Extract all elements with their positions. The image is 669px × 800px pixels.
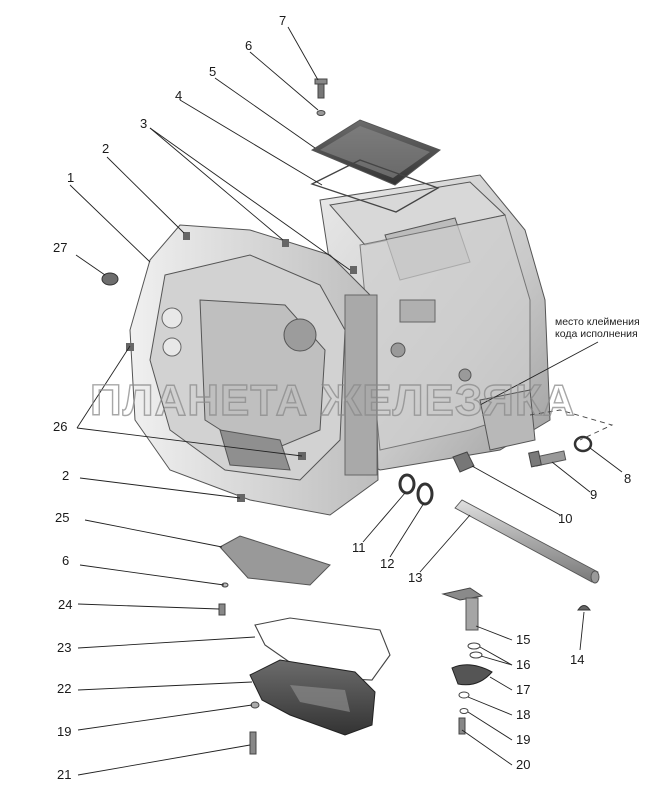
side-small-parts <box>398 435 593 506</box>
callout-27: 27 <box>53 240 67 255</box>
key-part <box>577 605 591 611</box>
callout-6-top: 6 <box>245 38 252 53</box>
callout-20: 20 <box>516 757 530 772</box>
callout-2-bottom: 2 <box>62 468 69 483</box>
callout-11: 11 <box>352 540 366 555</box>
callout-24: 24 <box>58 597 72 612</box>
callout-26: 26 <box>53 419 67 434</box>
callout-9: 9 <box>590 487 597 502</box>
callout-1: 1 <box>67 170 74 185</box>
dashed-outline <box>529 409 614 441</box>
callout-15: 15 <box>516 632 530 647</box>
callout-14: 14 <box>570 652 584 667</box>
callout-12: 12 <box>380 556 394 571</box>
callout-19-right: 19 <box>516 732 530 747</box>
callout-22: 22 <box>57 681 71 696</box>
callout-7: 7 <box>279 13 286 28</box>
watermark-text: ПЛАНЕТА ЖЕЛЕЗЯКА <box>90 376 576 425</box>
callout-23: 23 <box>57 640 71 655</box>
callout-3: 3 <box>140 116 147 131</box>
callout-4: 4 <box>175 88 182 103</box>
gearbox-housing <box>126 174 551 516</box>
callout-13: 13 <box>408 570 422 585</box>
callout-19-left: 19 <box>57 724 71 739</box>
top-cover-assembly <box>310 78 442 213</box>
callout-6-bottom: 6 <box>62 553 69 568</box>
callout-labels: 1 2 3 4 5 6 7 27 26 2 25 6 24 23 22 19 2… <box>53 13 631 782</box>
lower-parts <box>218 535 391 755</box>
callout-16: 16 <box>516 657 530 672</box>
callout-8: 8 <box>624 471 631 486</box>
callout-25: 25 <box>55 510 69 525</box>
callout-17: 17 <box>516 682 530 697</box>
plug-part <box>101 272 119 286</box>
callout-18: 18 <box>516 707 530 722</box>
callout-5: 5 <box>209 64 216 79</box>
callout-10: 10 <box>558 511 572 526</box>
callout-21: 21 <box>57 767 71 782</box>
shaft <box>454 499 600 584</box>
note-line-1: место клеймения <box>555 316 640 328</box>
note-line-2: кода исполнения <box>555 328 638 340</box>
callout-2-top: 2 <box>102 141 109 156</box>
lever-assembly <box>441 587 493 735</box>
leader-lines <box>69 26 623 776</box>
